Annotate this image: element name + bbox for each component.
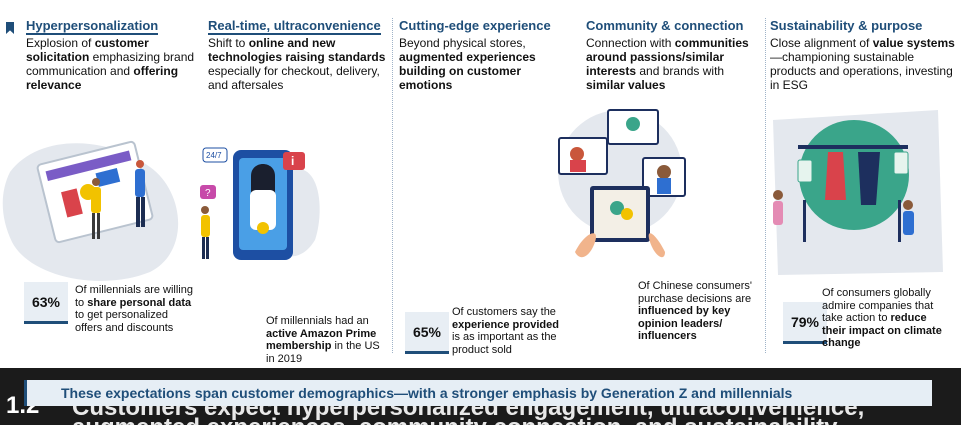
demographics-callout: These expectations span customer demogra…: [24, 380, 932, 406]
stat-description: Of customers say the experience provided…: [452, 306, 562, 356]
emphasis-text: active Amazon Prime membership: [266, 327, 377, 353]
emphasis-text: share personal data: [87, 296, 192, 309]
stat-description: Of millennials are willing to share pers…: [75, 284, 195, 334]
column-realtime: Real-time, ultraconvenience Shift to onl…: [208, 18, 386, 92]
column-title: Real-time, ultraconvenience: [208, 18, 381, 35]
emphasis-text: communities around passions/similar inte…: [586, 36, 749, 78]
column-description: Beyond physical stores, augmented experi…: [399, 36, 564, 92]
body-text: emphasizing brand communication and: [26, 50, 195, 78]
slide-title-line2: augmented experiences, community connect…: [72, 414, 838, 425]
svg-text:24/7: 24/7: [206, 151, 222, 160]
body-text: Close alignment of: [770, 36, 873, 50]
column-title: Hyperpersonalization: [26, 18, 159, 35]
emphasis-text: reduce their impact on climate change: [822, 312, 942, 349]
body-text: Shift to: [208, 36, 249, 50]
body-text: is as important as the product sold: [452, 331, 557, 356]
column-description: Shift to online and new technologies rai…: [208, 36, 386, 92]
emphasis-text: customer solicitation: [26, 36, 149, 64]
column-title: Sustainability & purpose: [770, 18, 923, 33]
body-text: Explosion of: [26, 36, 95, 50]
column-community: Community & connection Connection with c…: [586, 18, 761, 92]
stat-description: Of consumers globally admire companies t…: [822, 287, 942, 350]
column-title: Community & connection: [586, 18, 744, 33]
bookmark-icon: [6, 22, 14, 34]
body-text: Of consumers globally admire companies t…: [822, 287, 934, 324]
emphasis-text: influenced by key opinion leaders/ influ…: [638, 305, 731, 342]
shopping-screen-illustration: [2, 140, 179, 281]
body-text: Of customers say the: [452, 306, 556, 318]
body-text: Of millennials had an: [266, 315, 369, 327]
body-text: Of millennials are willing to: [75, 284, 193, 309]
emphasis-text: experience provided: [452, 318, 559, 331]
svg-text:?: ?: [205, 188, 211, 199]
stat-description: Of millennials had an active Amazon Prim…: [266, 315, 384, 365]
emphasis-text: value systems: [872, 36, 955, 50]
stat-value: 65%: [405, 312, 449, 354]
emphasis-text: augmented experiences building on custom…: [399, 50, 536, 92]
column-divider: [392, 18, 393, 353]
column-description: Close alignment of value systems —champi…: [770, 36, 958, 92]
emphasis-text: offering relevance: [26, 64, 179, 92]
body-text: to get personalized offers and discounts: [75, 309, 174, 334]
stat-value: 63%: [24, 282, 68, 324]
body-text: and brands with: [636, 64, 725, 78]
body-text: Of Chinese consumers' purchase decisions…: [638, 280, 752, 305]
body-text: in the US in 2019: [266, 340, 380, 365]
stat-description: Of Chinese consumers' purchase decisions…: [638, 280, 756, 343]
column-experience: Cutting-edge experience Beyond physical …: [399, 18, 564, 92]
body-text: —championing sustainable products and op…: [770, 50, 953, 92]
body-text: Beyond physical stores,: [399, 36, 526, 50]
column-description: Explosion of customer solicitation empha…: [26, 36, 196, 92]
emphasis-text: online and new technologies raising stan…: [208, 36, 386, 64]
column-hyperpersonalization: Hyperpersonalization Explosion of custom…: [26, 18, 196, 92]
column-sustainability: Sustainability & purpose Close alignment…: [770, 18, 958, 92]
emphasis-text: similar values: [586, 78, 666, 92]
phone-support-illustration: 24/7 i ?: [200, 147, 320, 260]
globe-clothes-rack-illustration: [773, 110, 943, 275]
column-description: Connection with communities around passi…: [586, 36, 761, 92]
video-call-tablet-illustration: [558, 109, 686, 258]
body-text: especially for checkout, delivery, and a…: [208, 64, 380, 92]
body-text: Connection with: [586, 36, 675, 50]
stat-value: 79%: [783, 302, 827, 344]
column-title: Cutting-edge experience: [399, 18, 551, 33]
column-divider: [765, 18, 766, 353]
svg-text:i: i: [291, 154, 294, 168]
